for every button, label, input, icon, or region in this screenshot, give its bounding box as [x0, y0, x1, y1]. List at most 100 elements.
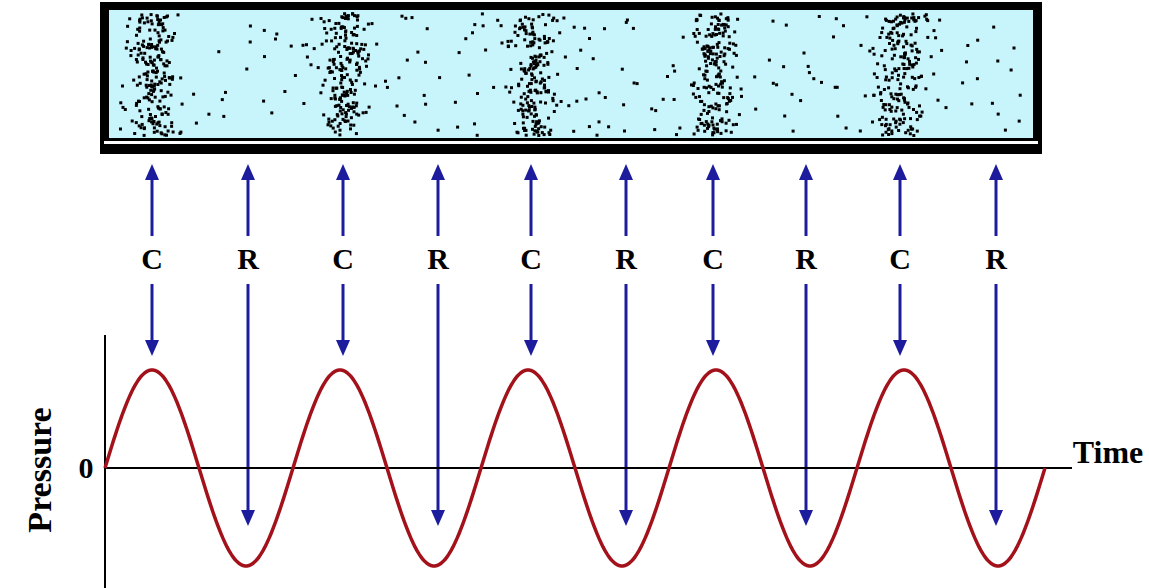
particle: [149, 38, 152, 41]
particle: [555, 104, 558, 107]
particle: [222, 115, 225, 118]
particle: [900, 109, 903, 112]
particle: [588, 125, 591, 128]
particle: [167, 35, 170, 38]
particle: [768, 59, 771, 62]
particle: [727, 19, 730, 22]
particle: [698, 32, 701, 35]
particle: [142, 56, 145, 59]
particle: [147, 43, 150, 46]
particle: [547, 117, 550, 120]
particle: [807, 65, 810, 68]
particle: [714, 107, 717, 110]
particle: [335, 104, 338, 107]
particle: [156, 130, 159, 133]
particle: [166, 91, 169, 94]
particle: [705, 64, 708, 67]
particle: [909, 117, 912, 120]
particle: [150, 13, 153, 16]
particle: [263, 55, 266, 58]
particle: [695, 18, 698, 21]
particle: [716, 28, 719, 31]
particle: [537, 121, 540, 124]
particle: [357, 55, 360, 58]
particle: [706, 123, 709, 126]
particle: [888, 127, 891, 130]
particle: [340, 78, 343, 81]
particle: [740, 95, 743, 98]
particle: [528, 82, 531, 85]
particle: [921, 111, 924, 114]
particle: [533, 108, 536, 111]
particle: [507, 40, 510, 43]
particle: [698, 67, 701, 70]
wave-label: C: [141, 244, 163, 274]
particle: [607, 125, 610, 128]
particle: [145, 84, 148, 87]
particle: [912, 108, 915, 111]
wave-label: C: [889, 244, 911, 274]
particle: [350, 91, 353, 94]
particle: [938, 19, 941, 22]
particle: [914, 20, 917, 23]
particle: [706, 112, 709, 115]
particle: [899, 118, 902, 121]
particle: [883, 64, 886, 67]
particle: [330, 39, 333, 42]
particle: [157, 31, 160, 34]
particle: [513, 122, 516, 125]
particle: [157, 54, 160, 57]
particle: [544, 102, 547, 105]
particle: [711, 116, 714, 119]
particle: [710, 22, 713, 25]
particle: [704, 54, 707, 57]
particle: [536, 131, 539, 134]
particle: [693, 133, 696, 136]
particle: [160, 132, 163, 135]
particle: [149, 56, 152, 59]
particle: [360, 43, 363, 46]
particle: [135, 34, 138, 37]
particle: [701, 122, 704, 125]
particle: [335, 32, 338, 35]
particle: [516, 34, 519, 37]
particle: [530, 105, 533, 108]
particle: [359, 71, 362, 74]
particle: [583, 27, 586, 30]
particle: [138, 30, 141, 33]
particle: [976, 39, 979, 42]
particle: [150, 80, 153, 83]
particle: [162, 62, 165, 65]
particle: [302, 44, 305, 47]
particle: [712, 46, 715, 49]
particle: [543, 56, 546, 59]
particle: [131, 120, 134, 123]
particle: [880, 31, 883, 34]
particle: [344, 34, 347, 37]
particle: [512, 101, 515, 104]
particle: [888, 103, 891, 106]
particle: [181, 103, 184, 106]
particle: [355, 34, 358, 37]
particle: [329, 70, 332, 73]
particle: [519, 19, 522, 22]
particle: [705, 86, 708, 89]
particle: [896, 31, 899, 34]
particle: [323, 20, 326, 23]
particle: [344, 67, 347, 70]
particle: [141, 43, 144, 46]
particle: [905, 42, 908, 45]
particle: [539, 101, 542, 104]
particle: [917, 16, 920, 19]
particle: [896, 24, 899, 27]
particle: [152, 64, 155, 67]
particle: [707, 45, 710, 48]
particle: [902, 55, 905, 58]
particle: [335, 87, 338, 90]
particle: [138, 75, 141, 78]
particle: [799, 99, 802, 102]
particle: [894, 47, 897, 50]
particle: [918, 50, 921, 53]
particle: [721, 117, 724, 120]
particle: [903, 21, 906, 24]
